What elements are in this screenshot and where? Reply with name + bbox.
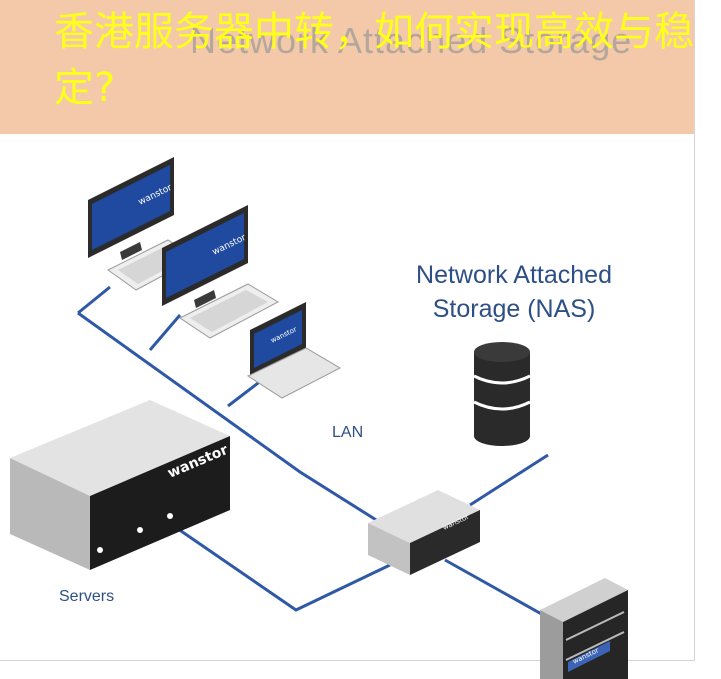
desktop-monitor-icon — [88, 157, 174, 260]
network-switch — [368, 490, 480, 575]
nas-storage-icon — [473, 342, 531, 446]
overlay-title: 香港服务器中转，如何实现高效与稳定? — [54, 9, 694, 111]
desktop-1 — [88, 157, 197, 291]
lan-label: LAN — [332, 424, 364, 441]
nas-storage — [473, 342, 531, 446]
nas-link — [469, 453, 549, 507]
server — [10, 400, 230, 570]
lan-backbone-line — [77, 311, 409, 542]
title-banner: Network Attached Storage 香港服务器中转，如何实现高效与… — [0, 0, 694, 134]
desktop-1-link — [77, 285, 111, 315]
desktop-monitor-icon — [162, 205, 248, 308]
firewall — [540, 578, 628, 679]
laptop-icon — [246, 302, 342, 399]
servers-label: Servers — [59, 588, 115, 605]
firewall-icon — [540, 578, 628, 679]
laptop-link — [227, 378, 263, 408]
laptop — [246, 302, 342, 399]
server-link — [164, 518, 391, 612]
desktop-2-link — [148, 314, 182, 351]
server-icon — [10, 400, 230, 570]
background-title: Network Attached Storage — [190, 20, 633, 61]
keyboard-icon — [179, 283, 280, 339]
desktop-2 — [162, 205, 280, 339]
nas-label: Network Attached Storage (NAS) — [416, 261, 612, 323]
network-switch-icon — [368, 490, 480, 575]
